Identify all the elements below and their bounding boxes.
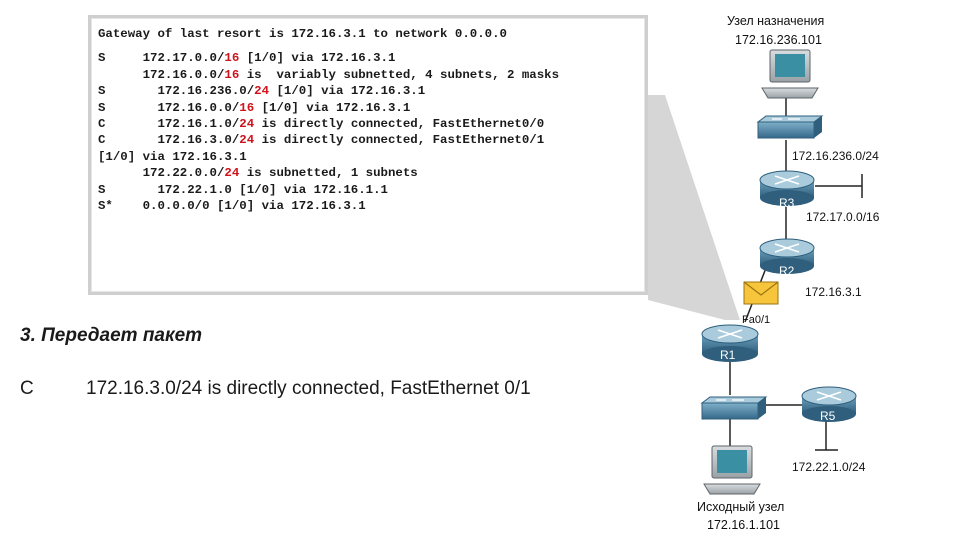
network-label-r3-stub: 172.17.0.0/16 [806,210,880,224]
router-r1-label: R1 [720,348,736,362]
route-text-segment: is variably subnetted, 4 subnets, 2 mask… [239,67,560,82]
prefix-length: 24 [239,116,255,131]
prefix-length: 16 [224,67,240,82]
routing-table-line: S 172.16.236.0/24 [1/0] via 172.16.3.1 [98,83,559,99]
route-text-segment: C 172.16.1.0/ [98,116,240,131]
route-text-segment: [1/0] via 172.16.3.1 [98,149,247,164]
router-r3-label: R3 [779,196,795,210]
routing-table-line: 172.22.0.0/24 is subnetted, 1 subnets [98,165,559,181]
route-text-segment: S* 0.0.0.0/0 [1/0] via 172.16.3.1 [98,198,366,213]
router-r1-icon [701,324,759,362]
switch-top-icon [756,115,824,139]
routing-table-line: C 172.16.3.0/24 is directly connected, F… [98,132,559,148]
routing-table-line: S 172.22.1.0 [1/0] via 172.16.1.1 [98,182,559,198]
prefix-length: 16 [224,51,240,66]
route-text-segment: is directly connected, FastEthernet0/0 [254,116,545,131]
route-code: C [20,378,34,399]
route-text-segment: S 172.16.236.0/ [98,84,255,99]
route-text-segment: S 172.17.0.0/ [98,51,225,66]
source-node-ip: 172.16.1.101 [707,518,780,532]
route-text-segment: [1/0] via 172.16.3.1 [239,51,396,66]
prefix-length: 24 [254,84,270,99]
route-text-segment: 172.22.0.0/ [98,166,225,181]
routing-table-line: [1/0] via 172.16.3.1 [98,149,559,165]
network-label-r1-r2: 172.16.3.1 [805,285,862,299]
router-r5-icon [801,386,857,422]
network-label-r3-lan: 172.16.236.0/24 [792,149,879,163]
prefix-length: 24 [224,166,240,181]
routing-table-panel: Gateway of last resort is 172.16.3.1 to … [88,15,648,295]
route-text-segment: is directly connected, FastEthernet0/1 [254,133,545,148]
route-text-segment: is subnetted, 1 subnets [239,166,418,181]
router-r2-icon [759,238,815,274]
interface-label-fa01: Fa0/1 [742,314,770,326]
prefix-length: 24 [239,133,255,148]
highlighted-route: C 172.16.3.0/24 is directly connected, Fa… [20,378,531,400]
prefix-length: 16 [239,100,255,115]
source-node-label: Исходный узел [697,500,784,514]
routing-table-line: S 172.16.0.0/16 [1/0] via 172.16.3.1 [98,100,559,116]
slide-caption: 3. Передает пакет [20,325,203,346]
routing-table-line: S 172.17.0.0/16 [1/0] via 172.16.3.1 [98,50,559,66]
source-pc-icon [703,445,761,495]
route-text-segment: S 172.16.0.0/ [98,100,240,115]
packet-envelope-icon [743,281,779,305]
routing-table-line: C 172.16.1.0/24 is directly connected, F… [98,116,559,132]
routing-table: Gateway of last resort is 172.16.3.1 to … [98,26,559,214]
route-text-segment: C 172.16.3.0/ [98,133,240,148]
switch-bottom-icon [700,396,768,420]
destination-node-label: Узел назначения [727,14,824,28]
router-r5-label: R5 [820,409,836,423]
routing-table-line: Gateway of last resort is 172.16.3.1 to … [98,26,559,42]
topology-links [729,95,863,451]
route-text: 172.16.3.0/24 is directly connected, Fas… [86,378,531,399]
route-text-segment: 172.16.0.0/ [98,67,225,82]
route-text-segment: [1/0] via 172.16.3.1 [254,100,411,115]
route-text-segment: [1/0] via 172.16.3.1 [269,84,426,99]
router-r2-label: R2 [779,264,795,278]
route-text-segment: Gateway of last resort is 172.16.3.1 to … [98,27,507,41]
route-text-segment: S 172.22.1.0 [1/0] via 172.16.1.1 [98,182,388,197]
network-label-r5-stub: 172.22.1.0/24 [792,460,866,474]
destination-pc-icon [761,49,819,99]
router-r3-icon [759,170,815,206]
routing-table-line: S* 0.0.0.0/0 [1/0] via 172.16.3.1 [98,198,559,214]
zoom-callout [648,95,740,320]
destination-node-ip: 172.16.236.101 [735,33,822,47]
routing-table-line: 172.16.0.0/16 is variably subnetted, 4 s… [98,67,559,83]
